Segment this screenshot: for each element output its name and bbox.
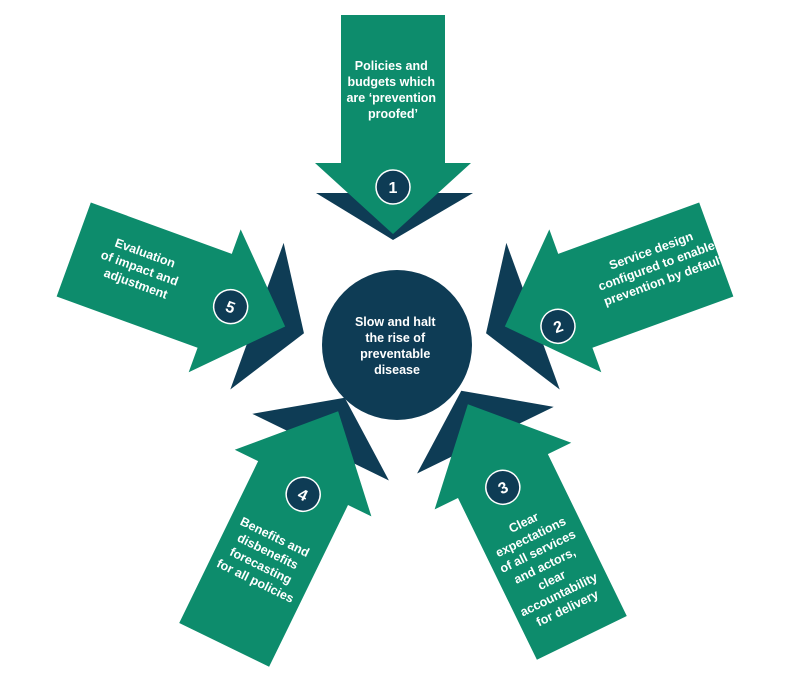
step-4-badge	[285, 476, 321, 513]
center-line: preventable	[360, 347, 430, 361]
arrow-3-body	[434, 404, 627, 660]
center-hub: Slow and halt the rise of preventable di…	[322, 270, 472, 420]
center-circle	[322, 270, 472, 420]
center-line: Slow and halt	[355, 315, 436, 329]
arrow-1-line: are ‘prevention	[346, 91, 436, 105]
center-label: Slow and halt the rise of preventable di…	[355, 315, 439, 377]
arrow-4: Benefits and disbenefits forecasting for…	[179, 397, 389, 667]
step-1-number: 1	[389, 180, 398, 197]
step-5-badge	[212, 288, 249, 325]
arrow-1-body	[315, 15, 471, 234]
arrow-5: Evaluation of impact and adjustment 5	[56, 202, 304, 390]
step-3-badge	[485, 469, 521, 506]
center-line: the rise of	[365, 331, 426, 345]
step-2-badge	[540, 308, 576, 345]
arrow-1-line: budgets which	[348, 75, 436, 89]
arrow-3: Clear expectations of all services and a…	[417, 390, 627, 660]
center-line: disease	[374, 363, 420, 377]
arrow-1-label: Policies and budgets which are ‘preventi…	[346, 59, 439, 121]
arrow-1-line: proofed’	[368, 107, 418, 121]
arrow-1-line: Policies and	[355, 59, 428, 73]
step-1-badge	[375, 169, 411, 205]
arrow-4-body	[179, 411, 372, 667]
arrow-2: Service design configured to enable prev…	[486, 202, 734, 390]
arrow-5-body	[56, 202, 286, 373]
arrow-1: Policies and budgets which are ‘preventi…	[315, 15, 473, 240]
